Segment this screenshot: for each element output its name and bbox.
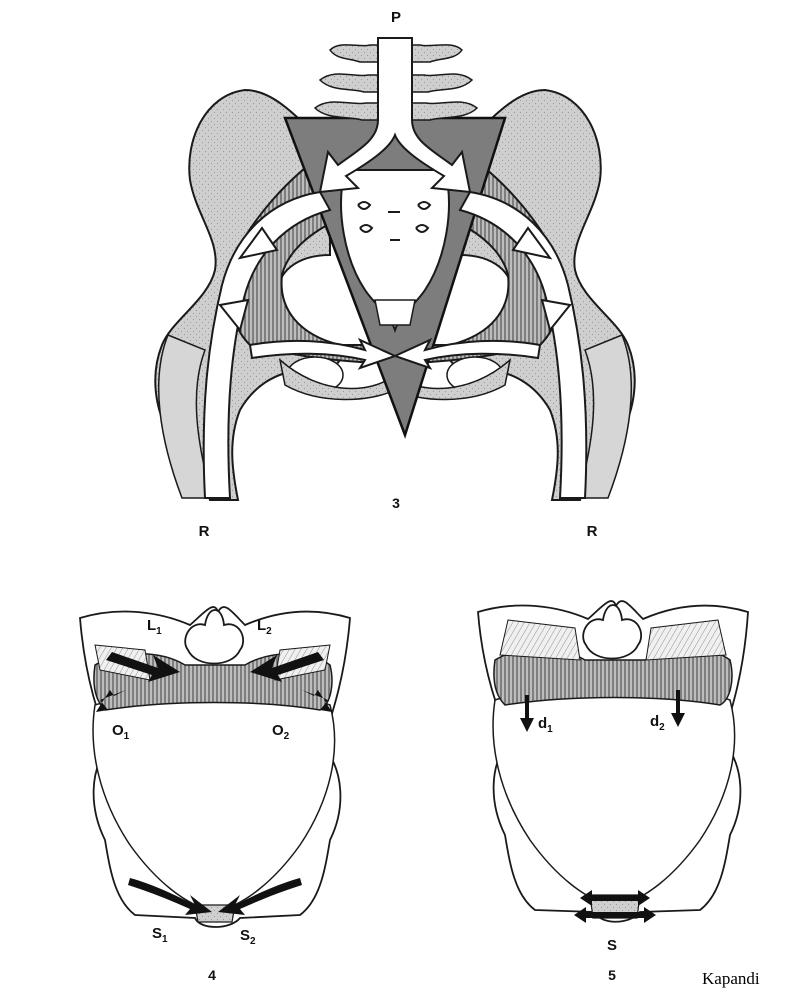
coccyx	[375, 300, 415, 325]
label-r-left: R	[199, 523, 210, 540]
label-s1: S1	[152, 925, 168, 945]
label-r-right: R	[587, 523, 598, 540]
figure-4-pelvis-top-view: L1 L2 O1 O2 S1 S2 4	[80, 607, 350, 983]
figure-3-pelvis-front: P R R 3	[155, 9, 634, 540]
credit-text: Kapandi	[702, 969, 760, 989]
figure-number-3: 3	[392, 495, 400, 511]
label-s: S	[607, 937, 617, 954]
label-p: P	[391, 9, 401, 26]
figure-5-pelvis-top-view: d1 d2 S 5	[478, 601, 748, 983]
figure-number-4: 4	[208, 967, 216, 983]
label-s2: S2	[240, 927, 256, 947]
figure-number-5: 5	[608, 967, 616, 983]
